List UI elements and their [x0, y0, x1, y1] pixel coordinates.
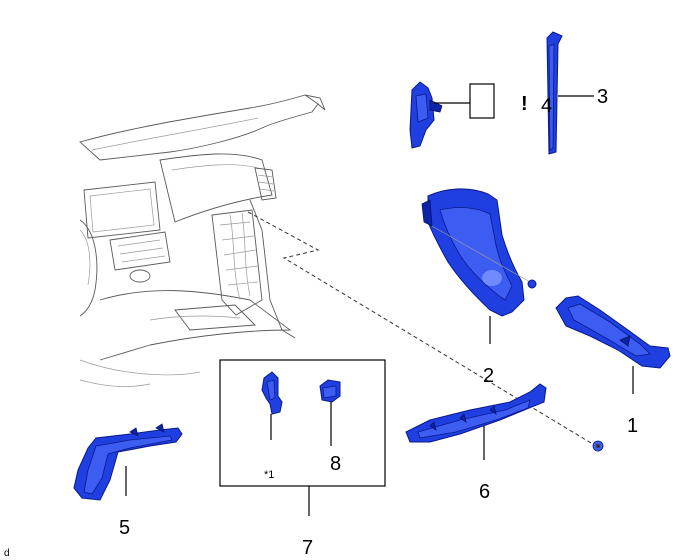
part-cowl-side-trim — [421, 188, 537, 317]
callout-3: 3 — [597, 86, 608, 108]
part-lower-side-trim — [405, 383, 547, 443]
callout-6: 6 — [479, 481, 490, 503]
part-bracket-small — [261, 371, 283, 415]
callout-4: 4 — [541, 95, 552, 117]
location-dashed-line — [247, 211, 597, 447]
corner-mark: d — [4, 548, 10, 559]
screw-fastener — [592, 440, 604, 452]
footnote-marker: *1 — [264, 469, 274, 481]
part-pillar-weatherstrip — [546, 31, 563, 155]
part-scuff-plate-right — [555, 295, 671, 369]
blank-reference-box — [469, 83, 495, 119]
part-lower-trim-left — [73, 423, 183, 501]
caution-icon: ! — [521, 93, 528, 115]
callout-7: 7 — [302, 537, 313, 559]
callout-1: 1 — [627, 415, 638, 437]
vehicle-interior-illustration — [79, 94, 326, 387]
callout-8: 8 — [330, 453, 341, 475]
callout-5: 5 — [119, 517, 130, 539]
sub-assembly-box — [219, 359, 386, 487]
part-8-clip — [319, 379, 341, 403]
part-upper-clip — [409, 81, 443, 149]
callout-2: 2 — [483, 365, 494, 387]
